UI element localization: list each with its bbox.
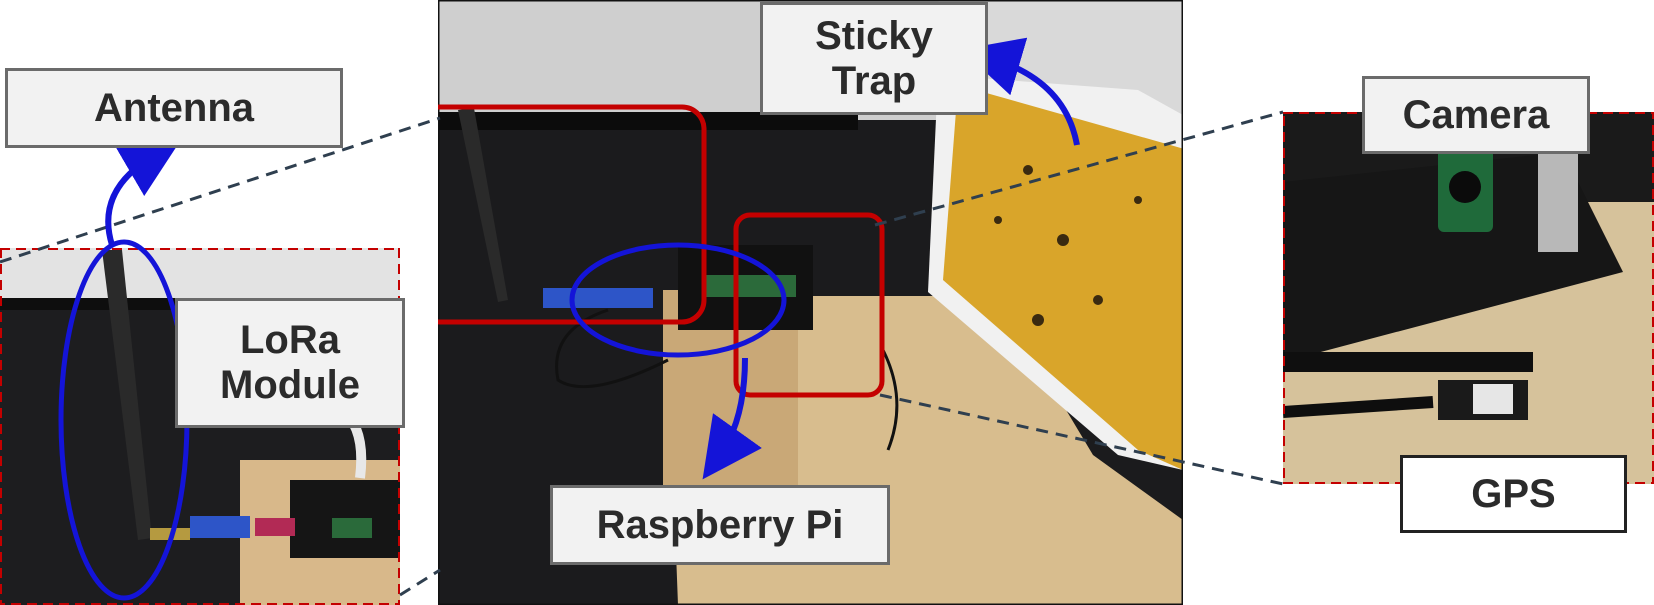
antenna-rod (458, 108, 508, 302)
lora-module-label-text: LoRa Module (220, 318, 360, 407)
antenna-arrow (105, 139, 181, 246)
lora-module-label: LoRa Module (175, 298, 405, 428)
raspberry-pi-label: Raspberry Pi (550, 485, 890, 565)
antenna-label-text: Antenna (94, 85, 254, 130)
sticky-trap-label: Sticky Trap (760, 2, 988, 115)
camera-label-text: Camera (1402, 92, 1550, 137)
gps-label-text: GPS (1471, 471, 1556, 516)
lora-board (190, 516, 250, 538)
raspberry-pi-highlight-ellipse (569, 242, 787, 358)
right-inset-image (1283, 112, 1654, 484)
gps-label: GPS (1400, 455, 1627, 533)
camera-label: Camera (1362, 76, 1590, 154)
lora-board (543, 288, 653, 308)
gps-callout-box (733, 212, 885, 398)
right-inset-photo (1283, 112, 1654, 484)
raspberry-pi-board (706, 275, 796, 297)
sticky-trap-label-text: Sticky Trap (815, 13, 933, 103)
connector-line (399, 568, 441, 597)
antenna-callout-box (438, 104, 707, 325)
antenna-label: Antenna (5, 68, 343, 148)
raspberry-pi-label-text: Raspberry Pi (596, 502, 844, 547)
